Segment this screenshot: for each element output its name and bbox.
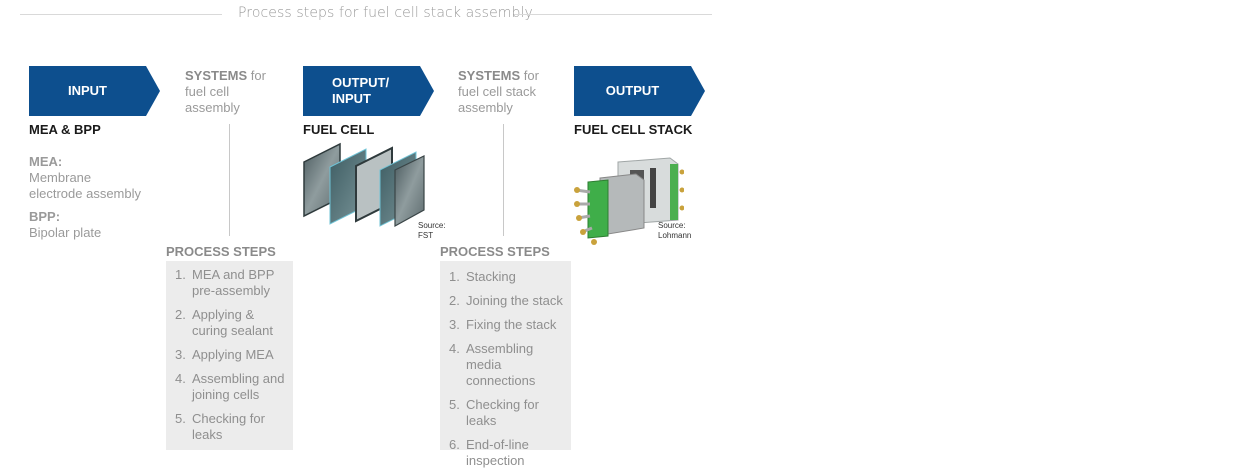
process-step: 2. Joining the stack [449,293,565,309]
process-steps-list: 1. MEA and BPP pre-assembly 2. Applying & c… [175,267,287,443]
stage-heading-mea-bpp: MEA & BPP [29,122,101,137]
process-step-number: 4. [175,371,186,386]
process-step-text: Checking for leaks [466,397,539,428]
process-step-number: 2. [449,293,460,308]
process-step-number: 3. [175,347,186,362]
systems-rest: for [247,68,266,83]
title-rule-right [514,14,712,15]
definition-term-bpp: BPP: [29,209,61,224]
systems-line: assembly [185,100,240,115]
definition-line: electrode assembly [29,186,141,201]
chevron-label: INPUT [68,83,107,98]
process-step-number: 4. [449,341,460,356]
process-step-number: 1. [175,267,186,282]
systems-line: fuel cell [185,84,230,99]
process-step: 4. Assembling and joining cells [175,371,287,403]
source-label: Source: [418,221,446,230]
source-fst: Source: FST [418,221,446,241]
process-step-text: Assembling media connections [466,341,536,388]
stack-front-module [574,173,645,245]
process-step-number: 1. [449,269,460,284]
process-step: 4. Assembling media connections [449,341,565,389]
process-step-text: End-of-line inspection [466,437,529,468]
stage-heading-fuel-cell: FUEL CELL [303,122,375,137]
diagram-title: Process steps for fuel cell stack assemb… [238,5,533,21]
stage-chevron-output: OUTPUT [574,66,705,116]
title-rule-left [20,14,222,15]
process-step-text: Checking for leaks [192,411,265,442]
process-step: 5. Checking for leaks [449,397,565,429]
systems-label-fuel-cell-stack-assembly: SYSTEMS for fuel cell stack assembly [458,68,539,116]
process-step-text: Applying MEA [192,347,274,362]
process-steps-title: PROCESS STEPS [166,244,276,259]
chevron-label: OUTPUT [605,83,660,98]
process-step-text: Applying & curing sealant [192,307,273,338]
process-step: 3. Fixing the stack [449,317,565,333]
process-step-text: Fixing the stack [466,317,557,332]
systems-rest: for [520,68,539,83]
stage-chevron-input: INPUT [29,66,160,116]
stage-heading-fuel-cell-stack: FUEL CELL STACK [574,122,693,137]
definition-line: Bipolar plate [29,225,102,240]
definition-text-bpp: Bipolar plate [29,225,101,241]
fuel-cell-stack-image [574,157,684,245]
process-steps-title: PROCESS STEPS [440,244,550,259]
source-name: Lohmann [658,231,692,240]
systems-bold: SYSTEMS [185,68,248,83]
connector-line [229,124,230,236]
systems-line: fuel cell stack [458,84,537,99]
process-step-text: Assembling and joining cells [192,371,285,402]
process-step-text: Stacking [466,269,516,284]
process-step: 6. End-of-line inspection [449,437,565,469]
fuel-cell-image [303,142,425,228]
process-step: 5. Checking for leaks [175,411,287,443]
process-steps-box-cell-assembly: 1. MEA and BPP pre-assembly 2. Applying & c… [166,261,293,450]
source-name: FST [418,231,434,240]
connector-line [503,124,504,236]
process-step-number: 5. [449,397,460,412]
definition-text-mea: Membrane electrode assembly [29,170,141,202]
process-step: 1. MEA and BPP pre-assembly [175,267,287,299]
systems-line: assembly [458,100,513,115]
process-steps-list: 1. Stacking 2. Joining the stack 3. Fixing th… [449,269,565,469]
systems-label-fuel-cell-assembly: SYSTEMS for fuel cell assembly [185,68,266,116]
process-step-text: Joining the stack [466,293,563,308]
process-step-number: 2. [175,307,186,322]
process-step: 3. Applying MEA [175,347,287,363]
chevron-label-line: INPUT [332,91,371,106]
source-lohmann: Source: Lohmann [658,221,691,241]
source-label: Source: [658,221,686,230]
process-step-number: 3. [449,317,460,332]
definition-term-mea: MEA: [29,154,63,169]
plate-3 [394,155,425,228]
definition-line: Membrane [29,170,92,185]
stage-chevron-output-input: OUTPUT/ INPUT [303,66,434,116]
process-step-text: MEA and BPP pre-assembly [192,267,275,298]
process-step: 2. Applying & curing sealant [175,307,287,339]
chevron-label-line: OUTPUT/ [332,75,390,90]
process-step-number: 6. [449,437,460,452]
process-step-number: 5. [175,411,186,426]
process-step: 1. Stacking [449,269,565,285]
process-steps-box-stack-assembly: 1. Stacking 2. Joining the stack 3. Fixing th… [440,261,571,468]
systems-bold: SYSTEMS [458,68,521,83]
